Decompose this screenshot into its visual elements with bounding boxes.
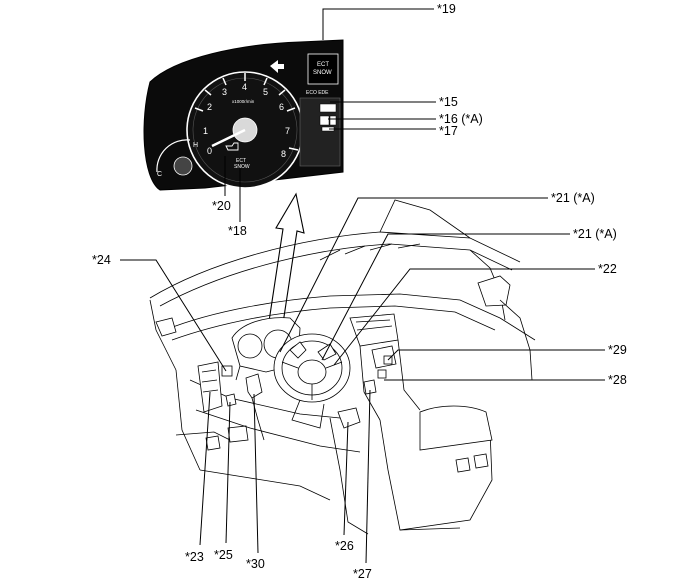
tach-label-7: 7 (285, 126, 290, 136)
tach-label-6: 6 (279, 102, 284, 112)
panel-small-text: ECO EDE (306, 90, 329, 96)
callout-15: *15 (439, 95, 458, 109)
callout-20: *20 (212, 199, 231, 213)
component-27 (363, 379, 377, 395)
callout-labels: *19 *15 *16 (*A) *17 *20 *18 *21 (*A) *2… (92, 2, 627, 581)
tach-label-1: 1 (203, 126, 208, 136)
ect-snow-panel-line2: SNOW (313, 70, 332, 76)
leader-lines (120, 8, 605, 564)
meter-right-panel: ECT SNOW ECO EDE (270, 53, 341, 167)
callout-27: *27 (353, 567, 372, 581)
vehicle-interior-illustration (149, 199, 536, 535)
component-23 (197, 361, 223, 413)
callout-23: *23 (185, 550, 204, 564)
callout-18: *18 (228, 224, 247, 238)
steering-wheel (273, 333, 351, 403)
temp-gauge-h: H (193, 142, 198, 149)
callout-26: *26 (335, 539, 354, 553)
component-25 (225, 393, 237, 407)
tach-label-2: 2 (207, 102, 212, 112)
tach-label-8: 8 (281, 149, 286, 159)
snow-indicator-line2: SNOW (234, 164, 250, 170)
callout-25: *25 (214, 548, 233, 562)
component-24 (221, 365, 233, 377)
components (197, 355, 393, 441)
callout-29: *29 (608, 343, 627, 357)
zoom-pointer-arrow (267, 192, 305, 331)
callout-21-a: *21 (*A) (551, 191, 595, 205)
callout-16: *16 (*A) (439, 112, 483, 126)
callout-19: *19 (437, 2, 456, 16)
snow-indicator-line1: ECT (236, 158, 246, 164)
callout-30: *30 (246, 557, 265, 571)
callout-17: *17 (439, 124, 458, 138)
tach-label-0: 0 (207, 146, 212, 156)
callout-24: *24 (92, 253, 111, 267)
combination-meter-illustration: 1 2 3 4 5 6 7 8 0 x1000r/min ECT SNOW H … (143, 39, 344, 191)
tach-label-5: 5 (263, 87, 268, 97)
ect-snow-panel-line1: ECT (317, 62, 329, 68)
component-26 (337, 407, 361, 429)
component-28 (377, 369, 387, 379)
engine-indicator-icon (225, 142, 239, 151)
tach-unit-label: x1000r/min (232, 99, 255, 104)
arrow-left-icon (270, 60, 284, 73)
temperature-gauge: H C (156, 139, 198, 178)
callout-28: *28 (608, 373, 627, 387)
component-30 (245, 373, 263, 399)
callout-22: *22 (598, 262, 617, 276)
temp-gauge-c: C (157, 171, 162, 178)
callout-21-b: *21 (*A) (573, 227, 617, 241)
tach-label-3: 3 (222, 87, 227, 97)
tachometer-gauge: 1 2 3 4 5 6 7 8 0 x1000r/min ECT SNOW (186, 71, 304, 189)
tach-label-4: 4 (242, 82, 247, 92)
